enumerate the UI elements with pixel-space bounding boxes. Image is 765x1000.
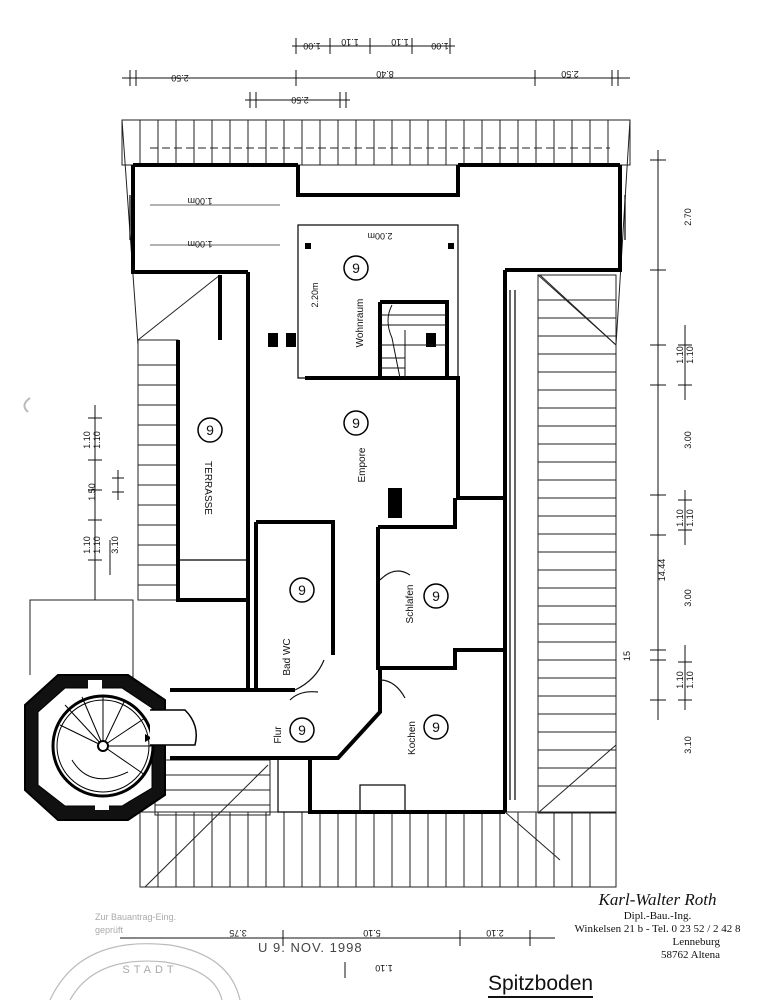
- roof-left: [137, 339, 179, 601]
- dim-inner-3: 2.00m: [367, 231, 392, 241]
- room-number-bad: 9: [298, 582, 306, 598]
- room-number-wohnraum: 9: [352, 260, 360, 276]
- dim-right-5: 1.10: [675, 509, 685, 527]
- upper-stair: [380, 304, 447, 379]
- approval-text-1: Zur Bauantrag-Eing.: [95, 912, 177, 922]
- architect-title: Dipl.-Bau.-Ing.: [623, 910, 692, 922]
- room-label-kochen: Kochen: [407, 721, 418, 755]
- approval-text-2: geprüft: [95, 925, 124, 935]
- roof-right: [537, 274, 617, 814]
- tower: [24, 674, 197, 821]
- columns: [268, 243, 454, 518]
- city-seal: [49, 943, 241, 1000]
- architect-stamp: Karl-Walter Roth Dipl.-Bau.-Ing. Winkels…: [555, 890, 760, 962]
- doors: [289, 570, 411, 701]
- dim-right-9: 15: [622, 651, 632, 661]
- architect-postal: 58762 Altena: [661, 949, 720, 961]
- room-label-wohnraum: Wohnraum: [355, 299, 366, 348]
- dim-right-11: 1.10: [685, 671, 695, 689]
- room-label-terrasse: TERRASSE: [202, 461, 213, 515]
- room-label-bad: Bad WC: [282, 638, 293, 675]
- dim-top-8: 2.50: [291, 95, 309, 105]
- room-label-flur: Flur: [273, 726, 284, 744]
- dim-bottom-1: 3.75: [229, 928, 247, 938]
- inner-dim-text: 1.00m 1.00m 2.00m 2.20m: [150, 196, 393, 308]
- right-dim-text: 2.70 1.10 1.10 3.00 1.10 1.10 14.44 3.00…: [622, 208, 695, 754]
- dim-right-3: 1.10: [685, 346, 695, 364]
- dim-bottom-2: 5.10: [363, 928, 381, 938]
- dim-top-3: 1.10: [391, 37, 409, 47]
- left-dim-text: 1.10 1.10 1.50 1.10 1.10 3.10: [82, 431, 120, 554]
- dim-right-4: 3.00: [683, 431, 693, 449]
- architect-name: Karl-Walter Roth: [598, 890, 717, 909]
- room-number-terrasse: 9: [206, 422, 214, 438]
- dim-right-6: 1.10: [685, 509, 695, 527]
- scan-mark: [23, 397, 31, 413]
- seal-text: STADT: [122, 964, 177, 976]
- room-number-schlafen: 9: [432, 588, 440, 604]
- dim-inner-2: 1.00m: [187, 239, 212, 249]
- dim-inner-1: 1.00m: [187, 196, 212, 206]
- dim-left-3: 1.50: [87, 483, 97, 501]
- room-label-empore: Empore: [357, 447, 368, 482]
- dim-left-6: 3.10: [110, 536, 120, 554]
- roof-bottom: [139, 759, 617, 888]
- room-number-flur: 9: [298, 722, 306, 738]
- dim-left-5: 1.10: [92, 536, 102, 554]
- dim-right-8: 3.00: [683, 589, 693, 607]
- dim-top-1: 1.00: [303, 41, 321, 51]
- architect-town: Lenneburg: [672, 936, 720, 948]
- walls: [131, 163, 622, 814]
- room-labels: 9 Wohnraum 9 TERRASSE 9 Empore 9 Bad WC …: [197, 255, 449, 755]
- dim-left-2: 1.10: [92, 431, 102, 449]
- dim-right-10: 1.10: [675, 671, 685, 689]
- dim-right-12: 3.10: [683, 736, 693, 754]
- room-number-kochen: 9: [432, 719, 440, 735]
- dim-right-2: 1.10: [675, 346, 685, 364]
- dim-left-1: 1.10: [82, 431, 92, 449]
- dim-top-6: 8.40: [376, 69, 394, 79]
- dim-top-7: 2.50: [561, 69, 579, 79]
- room-label-schlafen: Schlafen: [405, 585, 416, 624]
- inner-lines: [129, 195, 626, 813]
- dim-top-2: 1.10: [341, 37, 359, 47]
- balcony-left: [29, 599, 134, 690]
- drawing-title: Spitzboden: [488, 972, 594, 998]
- architect-address: Winkelsen 21 b - Tel. 0 23 52 / 2 42 8: [574, 923, 741, 935]
- room-number-empore: 9: [352, 415, 360, 431]
- bottom-dim-text: 3.75 5.10 2.10 1.10: [229, 928, 504, 973]
- top-dim-text: 1.00 1.10 1.10 1.00 2.50 8.40 2.50 2.50: [171, 37, 579, 105]
- dim-inner-4: 2.20m: [310, 282, 320, 307]
- dimension-lines: [88, 38, 692, 978]
- date-stamp: U 9. NOV. 1998: [258, 940, 363, 955]
- dim-right-1: 2.70: [683, 208, 693, 226]
- dim-top-5: 2.50: [171, 73, 189, 83]
- dim-bottom-3: 2.10: [486, 928, 504, 938]
- dim-left-4: 1.10: [82, 536, 92, 554]
- dim-right-7: 14.44: [657, 559, 667, 582]
- dim-top-4: 1.00: [431, 41, 449, 51]
- dim-bottom-4: 1.10: [375, 963, 393, 973]
